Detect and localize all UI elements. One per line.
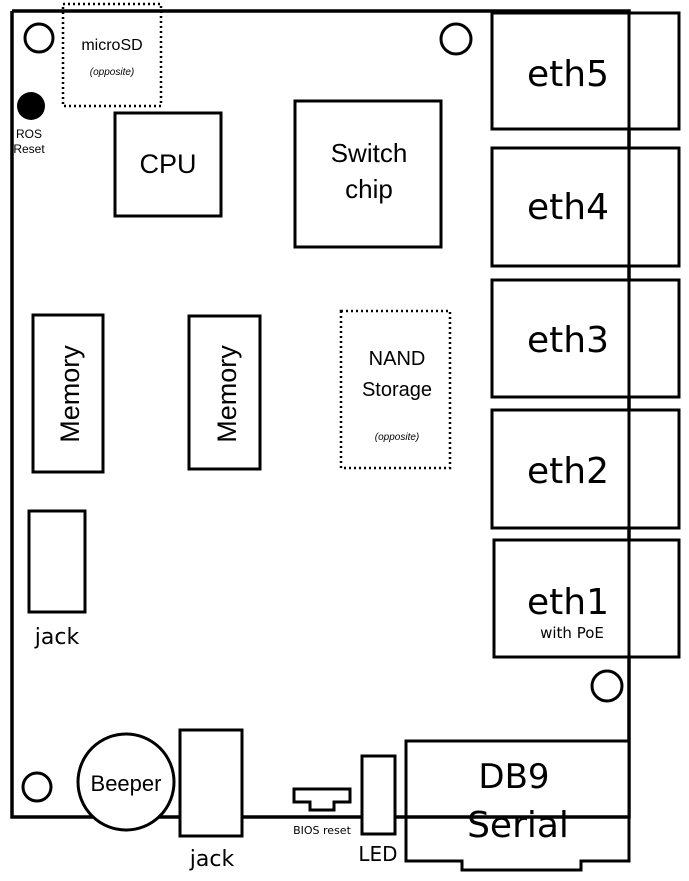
- eth1-port: eth1 with PoE: [492, 538, 681, 659]
- eth1-label: eth1: [527, 582, 609, 623]
- nand-label-line1: NAND: [369, 348, 426, 370]
- bios-reset-switch: [292, 787, 352, 812]
- memory-left-label: Memory: [55, 345, 85, 443]
- nand-note: (opposite): [375, 432, 419, 443]
- mounting-hole-top-left: [23, 22, 55, 54]
- switch-chip-label-line1: Switch: [331, 138, 408, 168]
- led-label: LED: [358, 842, 397, 866]
- eth2-label: eth2: [527, 451, 609, 492]
- ros-reset-button: [17, 92, 45, 120]
- bios-reset-label: BIOS reset: [293, 824, 351, 837]
- memory-left: [31, 313, 105, 474]
- mounting-hole-top-middle: [439, 22, 473, 56]
- beeper: [76, 732, 176, 832]
- microsd-note: (opposite): [90, 67, 134, 78]
- jack-left: [27, 509, 87, 614]
- cpu-chip: [113, 111, 223, 218]
- jack-bottom-label: jack: [189, 847, 235, 872]
- beeper-label: Beeper: [91, 771, 162, 796]
- eth2-port: eth2: [490, 408, 681, 530]
- mounting-hole-bottom-left: [21, 771, 53, 803]
- ros-reset-label-line2: Reset: [13, 142, 45, 156]
- led: [360, 754, 397, 836]
- mounting-hole-right: [590, 669, 624, 703]
- ros-reset-label-line1: ROS: [16, 127, 42, 141]
- memory-right-label: Memory: [212, 345, 242, 443]
- nand-label-line2: Storage: [362, 379, 432, 401]
- eth5-label: eth5: [527, 54, 609, 95]
- eth4-port: eth4: [490, 146, 681, 268]
- microsd-slot: [61, 2, 163, 108]
- jack-left-label: jack: [34, 625, 80, 650]
- jack-bottom: [178, 728, 244, 838]
- microsd-label: microSD: [81, 37, 142, 54]
- eth3-port: eth3: [490, 278, 681, 399]
- eth3-label: eth3: [527, 320, 609, 361]
- db9-serial-connector: [404, 739, 631, 872]
- eth1-note: with PoE: [540, 624, 604, 642]
- nand-storage: [339, 309, 452, 470]
- eth4-label: eth4: [527, 187, 609, 228]
- cpu-label: CPU: [139, 149, 196, 179]
- eth5-port: eth5: [490, 11, 681, 131]
- switch-chip: [293, 99, 443, 249]
- switch-chip-label-line2: chip: [345, 174, 393, 204]
- memory-right: [187, 314, 262, 471]
- db9-label-line1: DB9: [478, 757, 549, 797]
- db9-label-line2: Serial: [467, 805, 569, 846]
